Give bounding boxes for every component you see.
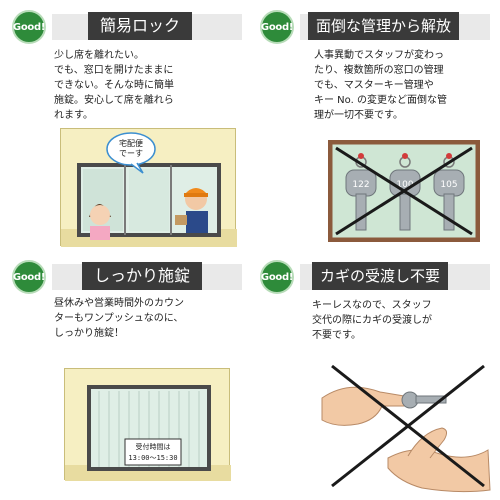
panel-title: しっかり施錠 (82, 262, 203, 290)
key-board-illustration: 122 100 105 (327, 139, 481, 243)
panel-title: カギの受渡し不要 (312, 262, 449, 290)
key-number-2: 100 (396, 180, 413, 190)
illustration-key-handover (318, 358, 494, 494)
panel-header: Good! 面倒な管理から解放 (256, 6, 496, 46)
feature-panel-secure-lock: Good! しっかり施錠 昼休みや営業時間外のカウン ターもワンプッシュなのに、… (8, 256, 248, 496)
good-badge-icon: Good! (12, 260, 46, 294)
panel-header: Good! カギの受渡し不要 (256, 256, 496, 296)
panel-title: 簡易ロック (88, 12, 193, 40)
key-handover-illustration (321, 364, 491, 493)
good-badge-icon: Good! (260, 10, 294, 44)
key-number-1: 122 (352, 180, 369, 190)
panel-title: 面倒な管理から解放 (308, 12, 460, 40)
panel-description: 人事異動でスタッフが変わっ たり、複数箇所の窓口の管理 でも、マスターキー管理や… (314, 50, 447, 121)
sign-title: 受付時間は (136, 442, 171, 451)
panel-header: Good! しっかり施錠 (8, 256, 248, 296)
sign-hours: 13:00～15:30 (128, 454, 177, 462)
feature-panel-no-key-handover: Good! カギの受渡し不要 キーレスなので、スタッフ 交代の際にカギの受渡しが… (256, 256, 496, 496)
panel-header: Good! 簡易ロック (8, 6, 248, 46)
panel-description: 少し席を離れたい。 でも、窓口を開けたままに できない。そんな時に簡単 施錠。安… (54, 50, 174, 121)
feature-panel-management-free: Good! 面倒な管理から解放 人事異動でスタッフが変わっ たり、複数箇所の窓口… (256, 6, 496, 246)
panel-description: キーレスなので、スタッフ 交代の際にカギの受渡しが 不要です。 (312, 300, 432, 341)
illustration-closed-window: 受付時間は 13:00～15:30 (64, 368, 231, 481)
good-badge-icon: Good! (12, 10, 46, 44)
good-badge-icon: Good! (260, 260, 294, 294)
closed-window-illustration: 受付時間は 13:00～15:30 (65, 385, 231, 481)
illustration-reception-window: 宅配便でーす (60, 128, 237, 247)
key-number-3: 105 (440, 180, 457, 190)
reception-window-illustration: 宅配便でーす (61, 132, 237, 247)
illustration-key-board: 122 100 105 (327, 139, 481, 243)
speech-bubble-line-1: 宅配便でーす (119, 138, 143, 158)
panel-description: 昼休みや営業時間外のカウン ターもワンプッシュなのに、 しっかり施錠！ (54, 298, 184, 339)
feature-panel-easy-lock: Good! 簡易ロック 少し席を離れたい。 でも、窓口を開けたままに できない。… (8, 6, 248, 247)
